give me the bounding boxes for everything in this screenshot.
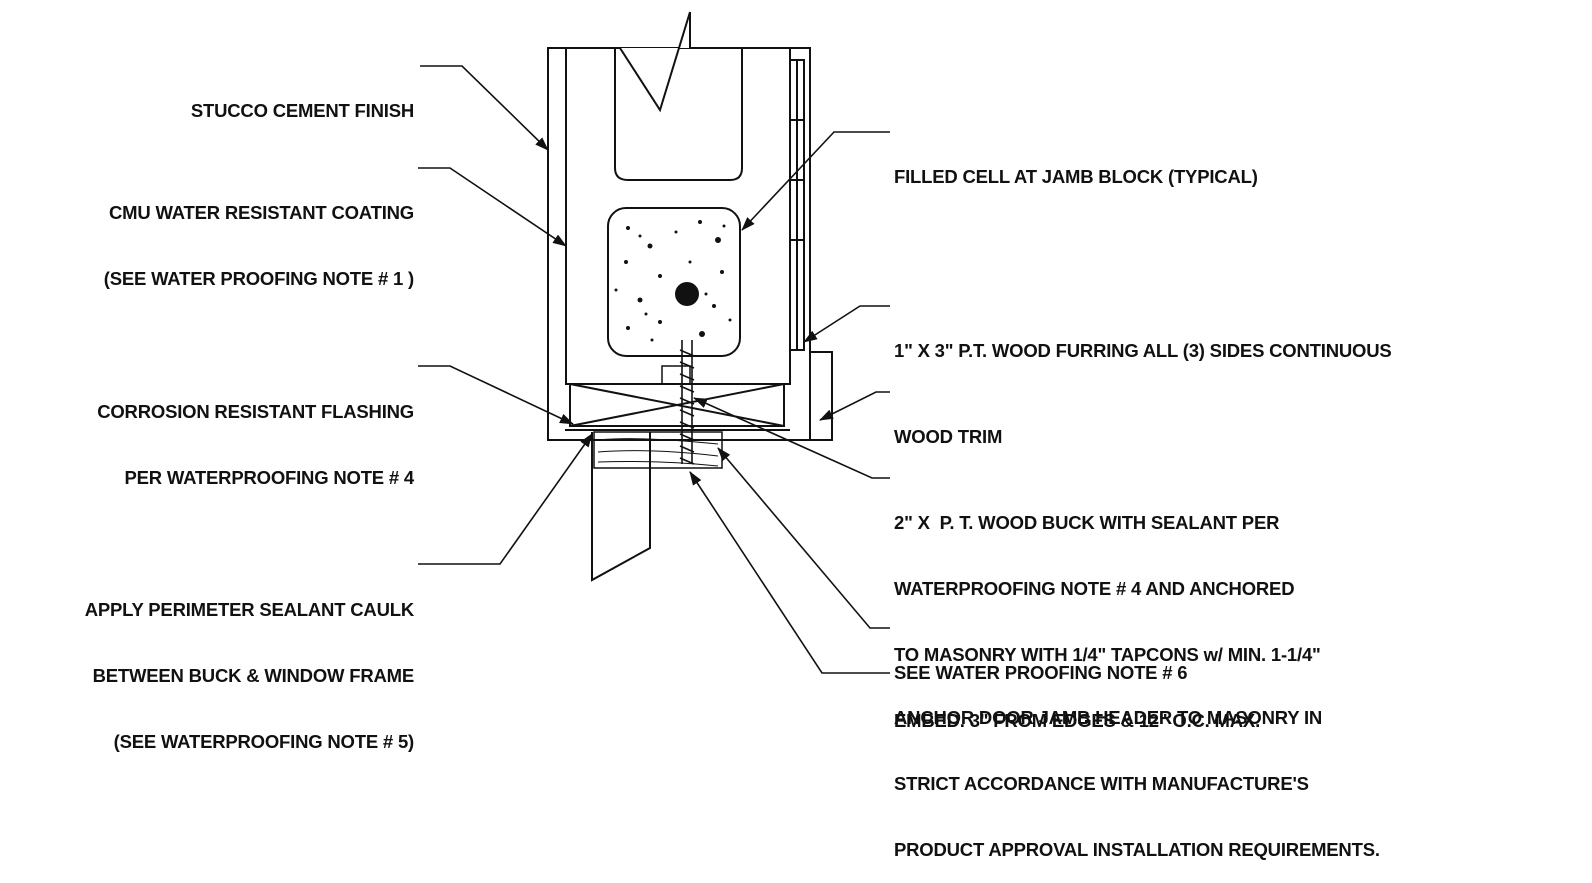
shim	[593, 431, 723, 469]
label-flashing: CORROSION RESISTANT FLASHING PER WATERPR…	[97, 401, 414, 488]
leader-wood-buck	[693, 397, 890, 479]
window-frame	[591, 432, 651, 582]
leader-note6	[717, 447, 890, 629]
label-cmu-coating: CMU WATER RESISTANT COATING (SEE WATER P…	[103, 202, 414, 289]
leader-flashing	[418, 365, 574, 425]
label-note6: SEE WATER PROOFING NOTE # 6	[894, 662, 1188, 683]
label-sealant-caulk: APPLY PERIMETER SEALANT CAULK BETWEEN BU…	[84, 599, 414, 752]
hollow-cell	[614, 48, 743, 181]
label-anchor: ANCHOR DOOR JAMB HEADER TO MASONRY IN ST…	[894, 707, 1380, 860]
leader-furring	[803, 305, 890, 343]
detail-drawing: STUCCO CEMENT FINISH CMU WATER RESISTANT…	[85, 11, 1392, 860]
filled-cell	[607, 207, 741, 357]
break-line	[619, 11, 691, 113]
leader-sealant	[418, 433, 593, 565]
leader-wood-trim	[819, 391, 890, 421]
leader-stucco	[420, 65, 549, 151]
label-filled-cell: FILLED CELL AT JAMB BLOCK (TYPICAL)	[894, 166, 1258, 187]
rebar	[675, 282, 699, 306]
section-drawing	[418, 11, 890, 674]
label-furring: 1" X 3" P.T. WOOD FURRING ALL (3) SIDES …	[894, 340, 1392, 361]
wood-trim	[810, 351, 833, 441]
label-wood-buck: 2" X P. T. WOOD BUCK WITH SEALANT PER WA…	[894, 512, 1321, 731]
stucco-layer	[547, 47, 811, 441]
leader-filled-cell	[741, 131, 890, 231]
leader-cmu	[418, 167, 567, 247]
label-stucco-finish: STUCCO CEMENT FINISH	[190, 100, 414, 121]
tapcon-anchor	[679, 340, 695, 465]
leader-anchor	[689, 471, 890, 674]
label-wood-trim: WOOD TRIM	[894, 426, 1003, 447]
